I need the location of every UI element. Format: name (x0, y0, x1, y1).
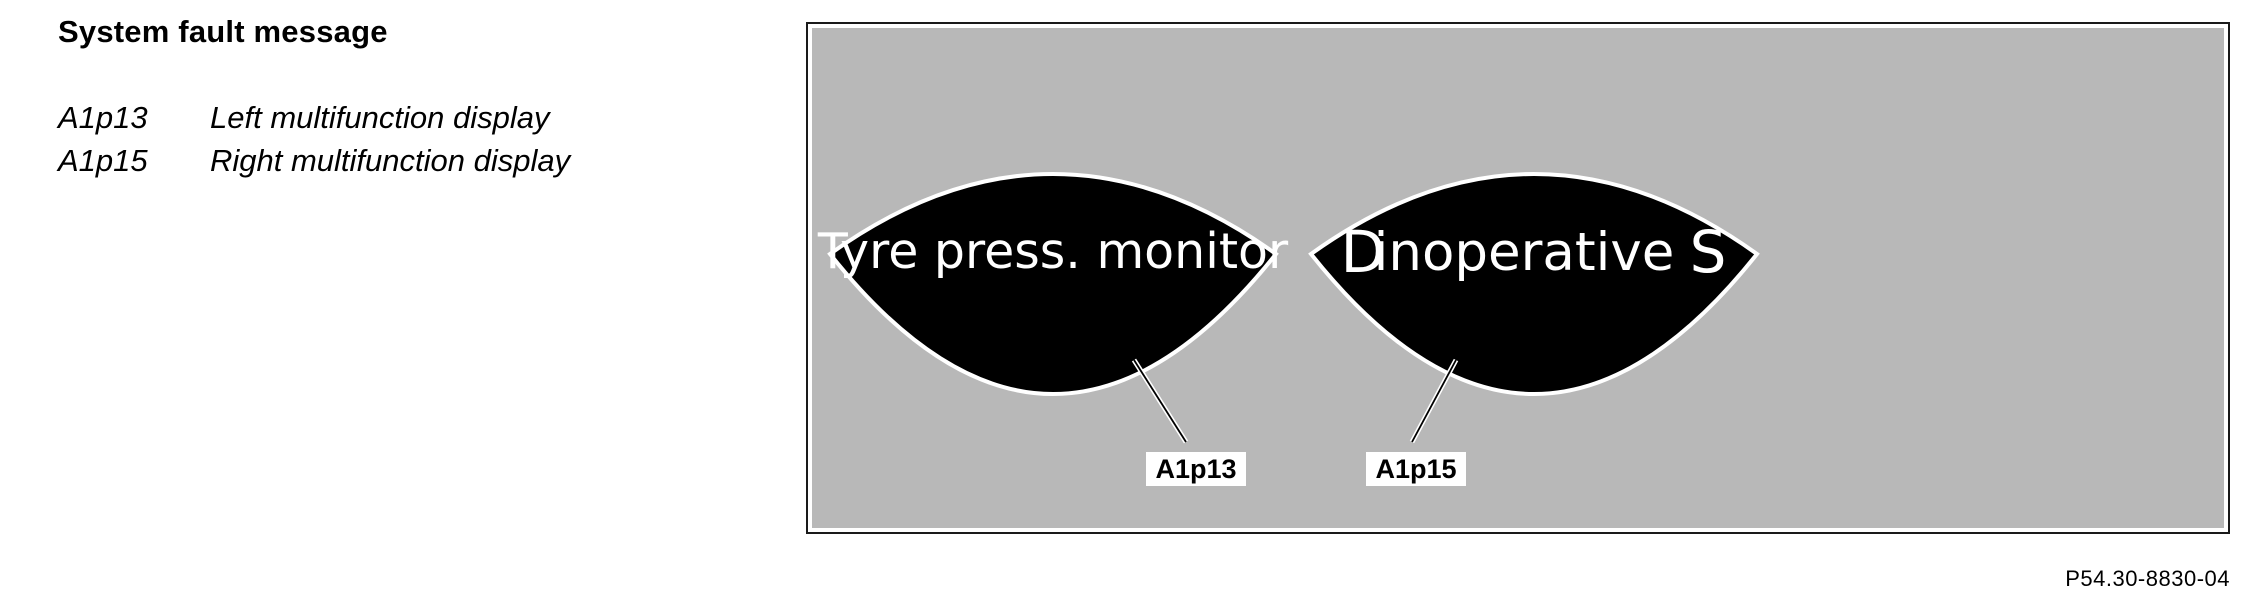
right-display-message: inoperative (1374, 222, 1675, 283)
left-display-message: Tyre press. monitor (817, 223, 1289, 280)
legend-code: A1p15 (58, 143, 148, 178)
legend-text: Right multifunction display (210, 143, 571, 178)
figure-id: P54.30-8830-04 (2065, 566, 2230, 591)
page-title: System fault message (58, 14, 388, 49)
right-multifunction-display (1308, 172, 1760, 396)
legend-text: Left multifunction display (210, 100, 550, 135)
callout-label-a1p13: A1p13 (1155, 454, 1236, 484)
callout-line-a1p13 (1131, 358, 1189, 444)
displays-illustration: Tyre press. monitor D inoperative S A1p1… (817, 172, 1760, 486)
callout-label-a1p15: A1p15 (1375, 454, 1456, 484)
callout-label-box-a1p13 (1146, 452, 1246, 486)
legend-code: A1p13 (58, 100, 148, 135)
callout-line-a1p15 (1409, 358, 1459, 444)
instrument-cluster-figure: Tyre press. monitor D inoperative S A1p1… (806, 22, 2230, 534)
right-display-letter-s: S (1690, 218, 1727, 286)
left-multifunction-display (827, 172, 1279, 396)
callout-label-box-a1p15 (1366, 452, 1466, 486)
right-display-letter-d: D (1341, 218, 1386, 286)
